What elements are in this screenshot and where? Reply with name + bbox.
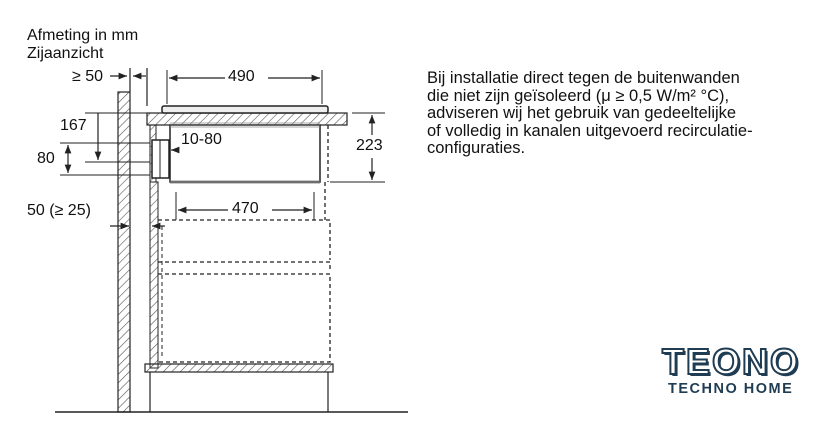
dim-490-label: 490 xyxy=(228,68,255,85)
installation-note: Bij installatie direct tegen de buitenwa… xyxy=(427,69,817,158)
dim-223-label: 223 xyxy=(356,137,383,154)
note-line: configuraties. xyxy=(427,139,526,157)
heading-dimensions: Afmeting in mm xyxy=(27,27,139,44)
appliance-body xyxy=(169,124,321,183)
cabinet-front-dashed xyxy=(158,125,331,363)
logo-name: TEONO xyxy=(661,341,801,382)
cooktop-glass xyxy=(161,105,329,114)
note-line: Bij installatie direct tegen de buitenwa… xyxy=(427,69,740,87)
dim-wall-clearance-label: 50 (≥ 25) xyxy=(27,202,91,219)
dim-wall-gap-label: ≥ 50 xyxy=(72,68,104,85)
note-line: adviseren wij het gebruik van gedeelteli… xyxy=(427,104,737,122)
teono-logo: TEONO TECHNO HOME xyxy=(661,341,832,403)
cabinet-base xyxy=(144,363,334,373)
logo-tagline: TECHNO HOME xyxy=(668,381,794,397)
dim-470-label: 470 xyxy=(232,200,259,217)
note-line: of volledig in kanalen uitgevoerd recirc… xyxy=(427,121,753,140)
heading-side-view: Zijaanzicht xyxy=(27,45,104,62)
wall xyxy=(117,91,131,413)
note-line: die niet zijn geïsoleerd (μ ≥ 0,5 W/m² °… xyxy=(427,86,730,105)
dim-167-label: 167 xyxy=(60,117,87,134)
dim-80-label: 80 xyxy=(37,150,55,167)
dim-duct-offset-label: 10-80 xyxy=(181,131,222,148)
cabinet-left-panel xyxy=(149,181,159,369)
